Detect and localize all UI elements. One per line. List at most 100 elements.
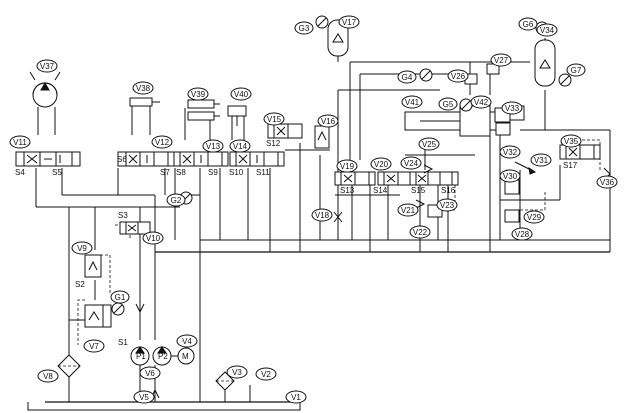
svg-text:V36: V36 xyxy=(600,178,615,187)
label-s13: S13 xyxy=(340,186,355,195)
svg-text:G2: G2 xyxy=(171,196,182,205)
svg-text:V12: V12 xyxy=(155,138,170,147)
tag-v1: V1 xyxy=(285,390,307,404)
tag-v17: V17 xyxy=(338,15,360,29)
tag-v23: V23 xyxy=(436,198,458,212)
accumulator-v34 xyxy=(534,39,556,87)
tag-v31: V31 xyxy=(530,153,552,167)
svg-text:V42: V42 xyxy=(474,98,489,107)
tag-v24: V24 xyxy=(400,156,422,170)
tank-symbols xyxy=(27,402,301,411)
tag-v41: V41 xyxy=(401,95,423,109)
svg-text:V16: V16 xyxy=(321,117,336,126)
svg-text:V32: V32 xyxy=(503,148,518,157)
tag-v8: V8 xyxy=(37,369,59,383)
tag-v16: V16 xyxy=(317,114,339,128)
svg-text:G1: G1 xyxy=(115,293,126,302)
tag-v2: V2 xyxy=(255,367,277,381)
tag-v10: V10 xyxy=(142,231,164,245)
svg-text:G3: G3 xyxy=(299,24,310,33)
svg-text:V21: V21 xyxy=(401,206,416,215)
label-s15: S15 xyxy=(411,186,426,195)
label-p2: P2 xyxy=(158,352,168,361)
pump-p1 xyxy=(130,346,150,366)
pump-p2 xyxy=(152,346,172,366)
tag-v21: V21 xyxy=(397,203,419,217)
tag-v15: V15 xyxy=(263,112,285,126)
svg-text:V11: V11 xyxy=(13,138,27,147)
filter-v8 xyxy=(57,354,81,378)
svg-text:V3: V3 xyxy=(232,368,242,377)
tag-g5: G5 xyxy=(438,97,458,111)
svg-text:V31: V31 xyxy=(534,156,549,165)
component-tags: V1 V2 V3 V4 V5 V6 V7 V8 V9 V10 V11 V12 V… xyxy=(9,15,618,404)
tag-v27: V27 xyxy=(490,53,512,67)
svg-text:V28: V28 xyxy=(515,230,530,239)
svg-text:V6: V6 xyxy=(145,369,155,378)
label-s12: S12 xyxy=(266,139,281,148)
label-s4: S4 xyxy=(15,168,25,177)
tag-v33: V33 xyxy=(501,101,523,115)
svg-text:V1: V1 xyxy=(291,393,301,402)
svg-text:V35: V35 xyxy=(564,137,579,146)
tag-v37: V37 xyxy=(36,59,58,73)
tag-v34: V34 xyxy=(536,23,558,37)
label-s7: S7 xyxy=(160,168,170,177)
svg-text:V18: V18 xyxy=(315,211,330,220)
svg-text:V40: V40 xyxy=(234,90,249,99)
tag-v13: V13 xyxy=(202,139,224,153)
tag-v9: V9 xyxy=(71,241,93,255)
svg-text:G6: G6 xyxy=(523,20,534,29)
svg-text:G4: G4 xyxy=(402,73,413,82)
svg-text:V20: V20 xyxy=(374,160,389,169)
tag-v19: V19 xyxy=(336,159,358,173)
cylinder-v38 xyxy=(129,97,160,135)
svg-text:V22: V22 xyxy=(413,228,428,237)
tag-v25: V25 xyxy=(418,137,440,151)
tag-v7: V7 xyxy=(83,339,105,353)
tag-v4: V4 xyxy=(176,334,198,348)
cylinder-v39 xyxy=(184,99,220,140)
svg-text:V33: V33 xyxy=(505,104,520,113)
svg-text:V13: V13 xyxy=(206,142,221,151)
tag-g4: G4 xyxy=(397,70,417,84)
svg-text:V2: V2 xyxy=(261,370,271,379)
tag-v6: V6 xyxy=(139,366,161,380)
label-s5: S5 xyxy=(52,168,62,177)
svg-text:V4: V4 xyxy=(182,337,192,346)
main-cylinder-v41 xyxy=(404,105,511,137)
svg-text:V15: V15 xyxy=(267,115,282,124)
tag-g1: G1 xyxy=(110,290,130,304)
tag-v20: V20 xyxy=(370,157,392,171)
label-s16: S16 xyxy=(441,186,456,195)
label-s2: S2 xyxy=(75,280,85,289)
svg-text:V10: V10 xyxy=(146,234,161,243)
tag-v36: V36 xyxy=(596,175,618,189)
tag-v29: V29 xyxy=(523,210,545,224)
svg-text:V24: V24 xyxy=(404,159,419,168)
tag-v32: V32 xyxy=(499,145,521,159)
svg-text:V5: V5 xyxy=(139,393,149,402)
label-s11: S11 xyxy=(256,168,270,177)
label-s8: S8 xyxy=(176,168,186,177)
tag-v12: V12 xyxy=(151,135,173,149)
svg-text:V7: V7 xyxy=(89,342,99,351)
tag-v18: V18 xyxy=(311,208,333,222)
label-s10: S10 xyxy=(229,168,244,177)
label-s17: S17 xyxy=(563,161,578,170)
label-s6: S6 xyxy=(117,155,127,164)
svg-text:V30: V30 xyxy=(503,172,518,181)
cylinder-v40 xyxy=(227,105,247,140)
tag-v38: V38 xyxy=(132,81,154,95)
tag-v14: V14 xyxy=(229,139,251,153)
label-s9: S9 xyxy=(208,168,218,177)
label-m: M xyxy=(182,352,189,361)
tag-v5: V5 xyxy=(133,390,155,404)
svg-text:V17: V17 xyxy=(342,18,357,27)
svg-text:V25: V25 xyxy=(422,140,437,149)
svg-text:V29: V29 xyxy=(527,213,542,222)
svg-text:V8: V8 xyxy=(43,372,53,381)
label-s14: S14 xyxy=(373,186,388,195)
label-s1: S1 xyxy=(118,338,128,347)
